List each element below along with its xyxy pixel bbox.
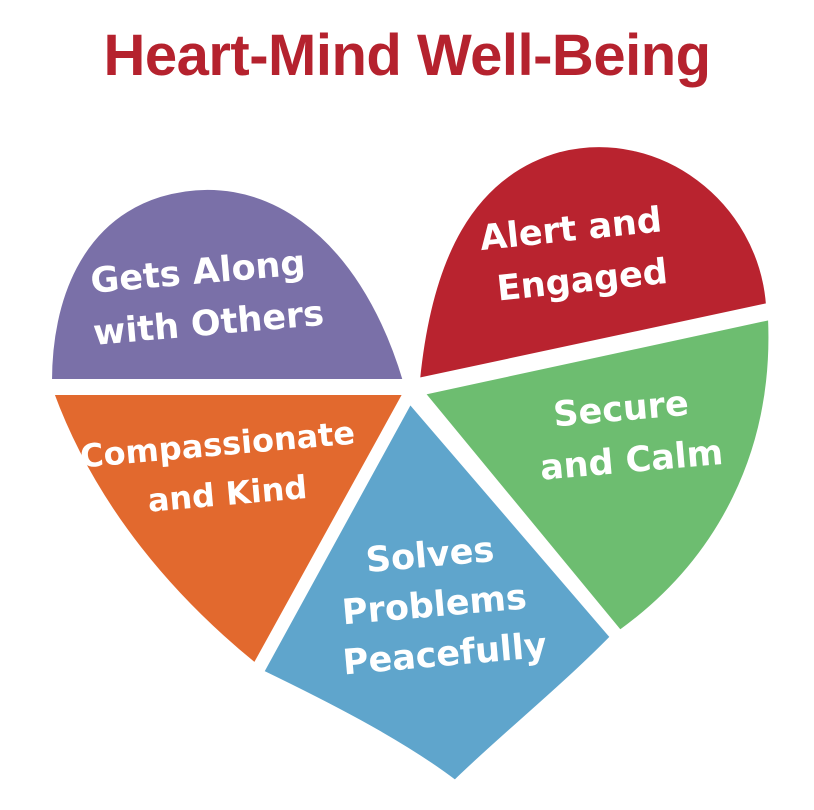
segment-compassionate-and-kind	[50, 391, 407, 667]
segment-solves-problems-peacefully	[260, 400, 614, 784]
secure-calm-label: Secure and Calm	[534, 381, 725, 489]
page-title: Heart-Mind Well-Being	[103, 23, 711, 88]
segment-secure-and-calm	[421, 316, 773, 634]
segment-gets-along-with-others	[48, 185, 407, 383]
segment-alert-and-engaged	[416, 143, 770, 382]
